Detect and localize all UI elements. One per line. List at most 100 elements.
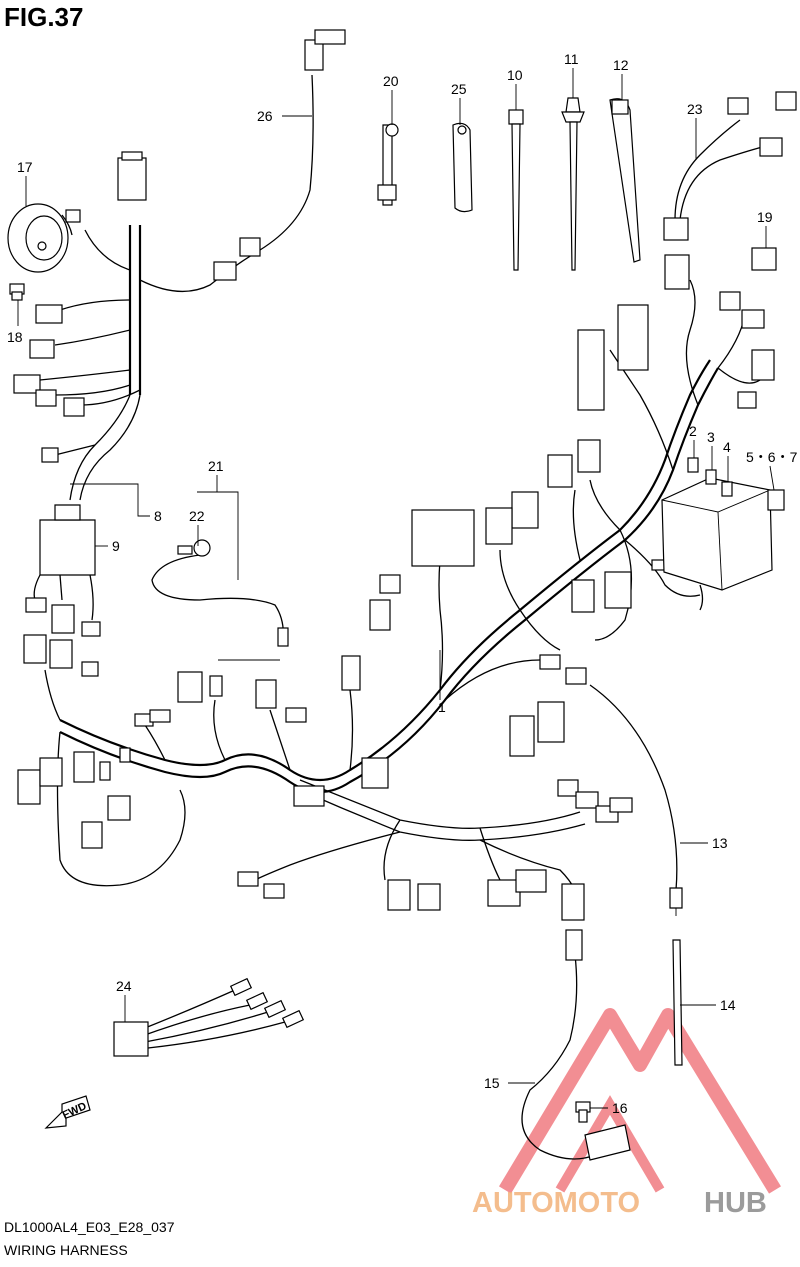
connector-icon [537, 701, 565, 743]
fuse-2-icon [687, 457, 699, 473]
connector-icon [719, 291, 741, 311]
connector-icon [239, 237, 261, 257]
connector-icon [417, 883, 441, 911]
callout-17: 17 [17, 159, 33, 175]
figure-code: DL1000AL4_E03_E28_037 [4, 1219, 175, 1235]
connector-icon [509, 715, 535, 757]
sensor-lead-15 [521, 929, 631, 1161]
callout-21: 21 [208, 458, 224, 474]
connector-icon [119, 747, 131, 763]
sensor-icon [193, 539, 211, 557]
figure-name: WIRING HARNESS [4, 1242, 128, 1258]
connector-icon [81, 621, 101, 637]
connector-icon [35, 389, 57, 407]
connector-icon [49, 639, 73, 669]
connector-icon [213, 261, 237, 281]
connector-icon [737, 391, 757, 409]
connector-icon [81, 821, 103, 849]
cable-tie-11-icon [561, 97, 585, 271]
callout-2: 2 [689, 423, 697, 439]
switch-lead-13 [589, 684, 683, 916]
relay-19-icon [751, 247, 777, 271]
watermark-triangle-icon [498, 1008, 781, 1194]
watermark-text-a: AUTOMOTO [472, 1187, 640, 1219]
callout-15: 15 [484, 1075, 500, 1091]
bolt-icon [578, 1109, 588, 1123]
watermark-inner-triangle-icon [555, 1095, 665, 1193]
terminal-icon [245, 991, 269, 1011]
sensor-icon [584, 1124, 631, 1161]
connector-icon [539, 654, 561, 670]
left-branch-connectors [13, 151, 147, 463]
connector-icon [99, 761, 111, 781]
terminal-icon [229, 977, 253, 997]
connector-icon [727, 97, 749, 115]
callout-13: 13 [712, 835, 728, 851]
connector-icon [263, 883, 285, 899]
terminal-icon [281, 1009, 305, 1029]
callout-12: 12 [613, 57, 629, 73]
connector-icon [577, 439, 601, 473]
sensor-lead-21 [151, 539, 289, 647]
connector-icon [113, 1021, 149, 1057]
connector-icon [571, 579, 595, 613]
connector-icon [575, 791, 599, 809]
callout-18: 18 [7, 329, 23, 345]
connector-icon [63, 397, 85, 417]
connector-icon [487, 879, 521, 907]
callout-16: 16 [612, 1100, 628, 1116]
connector-icon [177, 671, 203, 703]
sub-harness-23 [663, 91, 797, 271]
connector-icon [73, 751, 95, 783]
connector-icon [664, 254, 690, 290]
connector-icon [107, 795, 131, 821]
watermark-logo [498, 1008, 781, 1194]
connector-icon [285, 707, 307, 723]
callout-5-6-7: 5・6・7 [746, 449, 798, 465]
relay-567-icon [767, 489, 785, 511]
connector-icon [369, 599, 391, 631]
ecu-connector-icon [617, 304, 649, 371]
connector-icon [41, 447, 59, 463]
connector-icon [663, 217, 689, 241]
fwd-arrow-icon [44, 1095, 91, 1129]
connector-icon [237, 871, 259, 887]
connector-icon [29, 339, 55, 359]
callout-labels: 1 2 3 4 5・6・7 8 9 10 11 12 13 14 15 16 1… [7, 51, 798, 1116]
callout-14: 14 [720, 997, 736, 1013]
connector-icon [23, 634, 47, 664]
leader-lines [17, 68, 775, 1109]
watermark-text-b: HUB [704, 1187, 767, 1219]
callout-8: 8 [154, 508, 162, 524]
connector-icon [255, 679, 277, 709]
cable-tie-12-icon [609, 98, 641, 263]
connector-icon [341, 655, 361, 691]
connector-icon [17, 769, 41, 805]
connector-icon [741, 309, 765, 329]
rod-14-icon [672, 939, 683, 1066]
socket-icon [314, 29, 346, 45]
callout-1: 1 [438, 699, 446, 715]
connector-icon [121, 151, 143, 161]
callout-9: 9 [112, 538, 120, 554]
cable-tie-10-icon [508, 109, 524, 271]
connector-icon [25, 597, 47, 613]
callout-19: 19 [757, 209, 773, 225]
connector-icon [561, 883, 585, 921]
connector-icon [485, 507, 513, 545]
connector-icon [379, 574, 401, 594]
connector-icon [35, 304, 63, 324]
callout-25: 25 [451, 81, 467, 97]
connector-icon [209, 675, 223, 697]
callout-10: 10 [507, 67, 523, 83]
connector-icon [39, 757, 63, 787]
fuse-3-icon [705, 469, 717, 485]
connector-icon [387, 879, 411, 911]
figure-title: FIG.37 [4, 2, 84, 32]
callout-23: 23 [687, 101, 703, 117]
connector-icon [81, 661, 99, 677]
connector-icon [13, 374, 41, 394]
connector-icon [117, 157, 147, 201]
callout-20: 20 [383, 73, 399, 89]
